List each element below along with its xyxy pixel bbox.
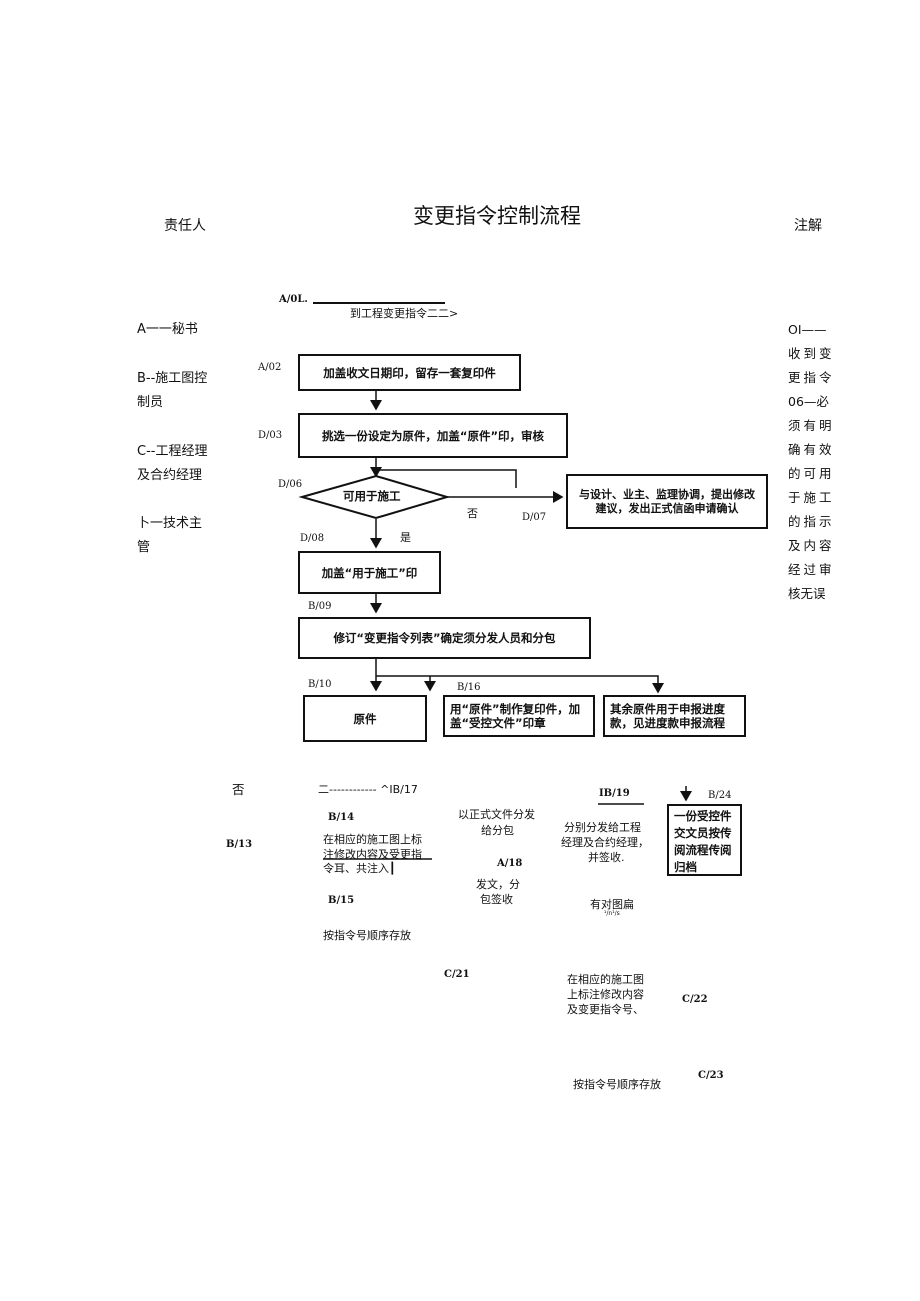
- legend-d2: 管: [137, 540, 151, 555]
- code-d07: D/07: [522, 512, 547, 523]
- step-b09: 修订“变更指令列表”确定须分发人员和分包: [298, 617, 591, 659]
- text-drawing: 有对图扁: [590, 898, 634, 911]
- code-b24: B/24: [708, 790, 732, 801]
- decision-label: 可用于施工: [343, 489, 401, 503]
- notes-column: OI—— 收到变 更指令 06—必 须有明 确有效 的可用 于施工 的指示 及内…: [788, 318, 840, 606]
- text-c21b: 上标注修改内容: [567, 988, 644, 1001]
- code-d03: D/03: [258, 430, 283, 441]
- code-a01: A/0L.: [279, 294, 308, 305]
- note-line: 更指令: [788, 370, 835, 385]
- code-b09: B/09: [308, 601, 332, 612]
- note-line: 经过审: [788, 562, 835, 577]
- code-a18: A/18: [497, 858, 523, 869]
- text-b19c: 并签收.: [588, 851, 625, 864]
- text-b19b: 经理及合约经理，: [561, 836, 649, 849]
- text-b14b: 注修改内容及受更指: [323, 848, 422, 861]
- note-line: 须有明: [788, 418, 835, 433]
- note-line: 06—必: [788, 394, 829, 409]
- text-b14a: 在相应的施工图上标: [323, 833, 422, 846]
- step-b16: 用“原件”制作复印件，加盖“受控文件”印章: [443, 695, 595, 737]
- code-c21: C/21: [444, 969, 470, 980]
- text-b14c: 令耳、共注入┃: [323, 862, 396, 875]
- text-b15: 按指令号顺序存放: [323, 929, 411, 942]
- code-b14: B/14: [328, 812, 355, 823]
- step-d03: 挑选一份设定为原件，加盖“原件”印，审核: [298, 413, 568, 458]
- note-line: 收到变: [788, 346, 835, 361]
- code-b10: B/10: [308, 679, 332, 690]
- no-label: 否: [467, 507, 478, 520]
- note-line: OI——: [788, 322, 827, 337]
- text-a18a: 以正式文件分发: [458, 808, 535, 821]
- responsible-header: 责任人: [164, 218, 206, 234]
- text-c21c: 及变更指令号、: [567, 1003, 644, 1016]
- code-b15: B/15: [328, 895, 355, 906]
- notes-header: 注解: [794, 218, 822, 234]
- text-drawing-small: ¹/n¹/s: [604, 910, 620, 917]
- page-title: 变更指令控制流程: [413, 204, 581, 228]
- step-d08: 加盖“用于施工”印: [298, 551, 441, 594]
- legend-c1: C--工程经理: [137, 444, 208, 459]
- text-c23: 按指令号顺序存放: [573, 1078, 661, 1091]
- legend-c2: 及合约经理: [137, 468, 203, 483]
- code-a02: A/02: [258, 362, 282, 373]
- note-line: 核无误: [788, 586, 826, 601]
- text-a18b: 给分包: [481, 824, 514, 837]
- text-a18d: 包签收: [480, 893, 513, 906]
- code-b13: B/13: [226, 839, 253, 850]
- step-b10: 原件: [303, 695, 427, 742]
- legend-b2: 制员: [137, 395, 164, 410]
- yes-label: 是: [400, 531, 411, 544]
- note-line: 及内容: [788, 538, 835, 553]
- step-d07: 与设计、业主、监理协调，提出修改建议，发出正式信函申请确认: [566, 474, 768, 529]
- code-c23: C/23: [698, 1070, 724, 1081]
- legend-d1: 卜一技术主: [137, 516, 203, 531]
- legend-a: A一一秘书: [137, 322, 198, 337]
- code-b19: IB/19: [599, 788, 630, 799]
- note-line: 于施工: [788, 490, 835, 505]
- step-a02: 加盖收文日期印，留存一套复印件: [298, 354, 521, 391]
- step-b24: 一份受控件交文员按传阅流程传阅归档: [667, 804, 742, 876]
- code-d06: D/06: [278, 479, 303, 490]
- code-b16: B/16: [457, 682, 481, 693]
- legend-b1: B--施工图控: [137, 371, 208, 386]
- text-b19a: 分别分发给工程: [564, 821, 641, 834]
- code-c22: C/22: [682, 994, 708, 1005]
- note-line: 确有效: [788, 442, 835, 457]
- note-line: 的可用: [788, 466, 835, 481]
- no-label-2: 否: [232, 782, 245, 797]
- line-b17: 二------------ ^IB/17: [318, 783, 418, 796]
- note-line: 的指示: [788, 514, 835, 529]
- code-d08: D/08: [300, 533, 325, 544]
- start-text: 到工程变更指令二二>: [350, 307, 459, 320]
- text-c21a: 在相应的施工图: [567, 973, 644, 986]
- step-b16b: 其余原件用于申报进度款，见进度款申报流程: [603, 695, 746, 737]
- text-a18c: 发文，分: [476, 878, 520, 891]
